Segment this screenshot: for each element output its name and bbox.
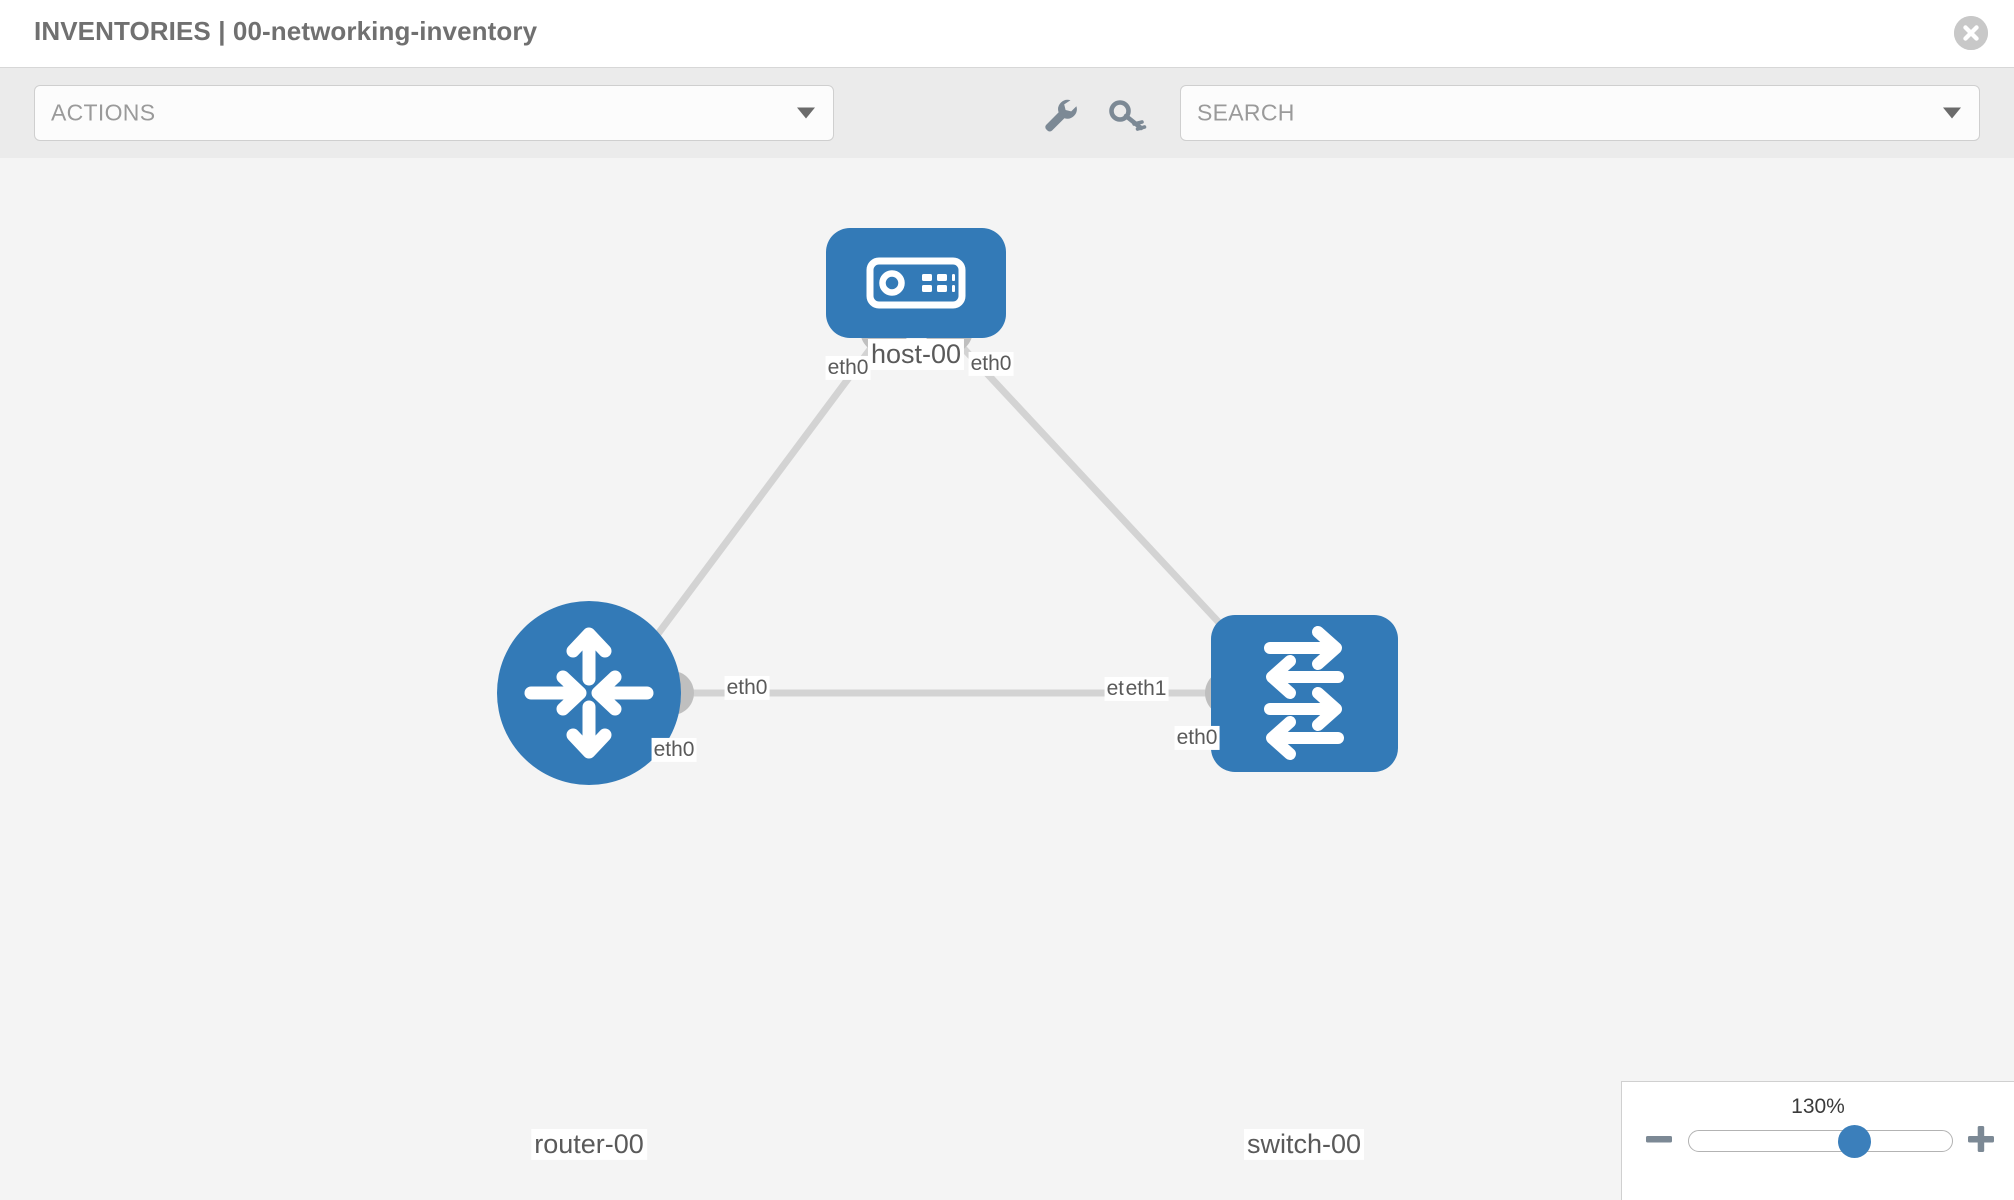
link-host-switch — [949, 333, 1255, 661]
search-placeholder: SEARCH — [1197, 99, 1295, 126]
node-switch-00[interactable] — [1211, 615, 1398, 772]
page-title: INVENTORIES | 00-networking-inventory — [34, 16, 538, 46]
search-input[interactable]: SEARCH — [1180, 85, 1980, 141]
node-label-router-00: router-00 — [531, 1128, 647, 1160]
actions-dropdown-label: ACTIONS — [51, 99, 156, 126]
topology-graph — [497, 228, 1398, 785]
port-label-host-left: eth0 — [825, 355, 871, 381]
node-label-host-00: host-00 — [867, 339, 965, 371]
topology-canvas[interactable]: eth0 eth0 eth0 eth0 eth0 eth0 eth1 host-… — [0, 158, 2014, 1200]
zoom-level-value: 130% — [1791, 1095, 1845, 1118]
close-icon[interactable] — [1954, 16, 1988, 50]
port-label-host-right: eth0 — [968, 351, 1014, 377]
node-router-00[interactable] — [497, 601, 681, 785]
key-icon[interactable] — [1108, 96, 1148, 134]
node-host-00[interactable] — [826, 228, 1006, 338]
wrench-icon[interactable] — [1040, 96, 1080, 134]
minus-icon[interactable] — [1644, 1124, 1674, 1154]
port-label-router-right: eth0 — [724, 675, 770, 701]
chevron-down-icon — [797, 107, 815, 119]
port-label-switch-left: eth1 — [1123, 676, 1169, 702]
port-label-switch-up: eth0 — [1174, 725, 1220, 751]
page-header: INVENTORIES | 00-networking-inventory — [0, 0, 2014, 68]
chevron-down-icon — [1943, 107, 1961, 119]
link-host-router — [637, 333, 883, 661]
port-label-router-up: eth0 — [651, 737, 697, 763]
plus-icon[interactable] — [1966, 1124, 1996, 1154]
zoom-slider[interactable] — [1688, 1125, 1953, 1158]
zoom-control-panel: 130% — [1621, 1081, 2014, 1200]
node-label-switch-00: switch-00 — [1243, 1128, 1365, 1160]
zoom-slider-thumb[interactable] — [1838, 1125, 1872, 1158]
topology-links — [637, 333, 1255, 697]
actions-dropdown[interactable]: ACTIONS — [34, 85, 834, 141]
